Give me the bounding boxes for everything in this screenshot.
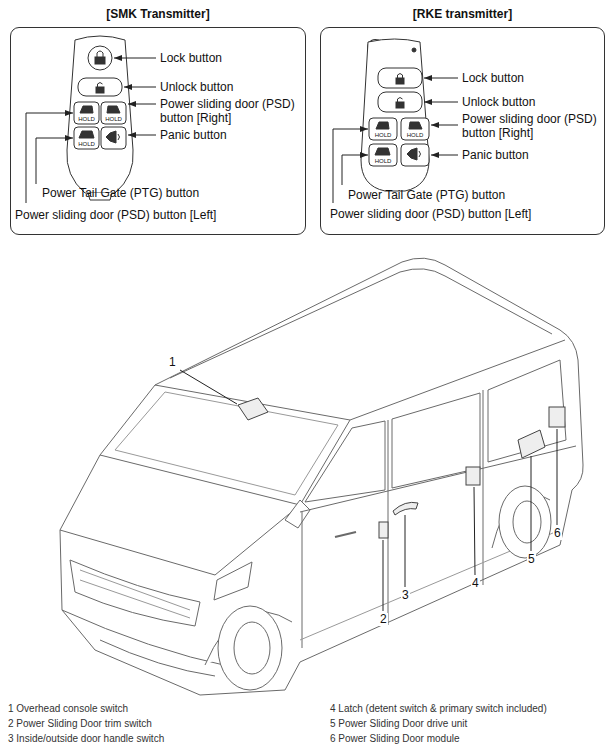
hold-marking: HOLD — [105, 116, 122, 122]
button-label: Power sliding door (PSD) button [Left] — [330, 207, 531, 221]
button-label: Panic button — [462, 148, 529, 162]
parts-list-item: 4 Latch (detent switch & primary switch … — [330, 703, 547, 715]
button-label: Power sliding door (PSD) button [Left] — [15, 208, 216, 222]
button-label: Unlock button — [160, 80, 233, 94]
callout-number: 4 — [471, 577, 480, 590]
rke-fob — [361, 36, 429, 191]
parts-list-item: 5 Power Sliding Door drive unit — [330, 718, 467, 730]
button-label: Power sliding door (PSD) button [Right] — [462, 112, 602, 140]
callout-number: 1 — [168, 356, 177, 369]
button-label: Power sliding door (PSD) button [Right] — [160, 97, 300, 125]
button-label: Lock button — [462, 71, 524, 85]
parts-list-item: 2 Power Sliding Door trim switch — [8, 718, 152, 730]
panel-heading: [SMK Transmitter] — [11, 7, 305, 22]
transmitter-panel: [SMK Transmitter] — [10, 27, 306, 235]
callout-number: 2 — [379, 613, 388, 626]
leader-lines — [26, 58, 458, 203]
button-label: Power Tail Gate (PTG) button — [42, 186, 199, 200]
parts-list-item: 1 Overhead console switch — [8, 703, 128, 715]
callout-number: 3 — [401, 589, 410, 602]
hold-marking: HOLD — [407, 132, 424, 138]
hold-marking: HOLD — [375, 132, 392, 138]
hold-marking: HOLD — [375, 158, 392, 164]
parts-list-item: 6 Power Sliding Door module — [330, 733, 460, 745]
button-label: Lock button — [160, 51, 222, 65]
parts-list-item: 3 Inside/outside door handle switch — [8, 733, 164, 745]
callout-leaders — [180, 370, 557, 611]
hold-marking: HOLD — [78, 116, 95, 122]
button-label: Unlock button — [462, 95, 535, 109]
button-label: Power Tail Gate (PTG) button — [348, 188, 505, 202]
hold-marking: HOLD — [78, 141, 95, 147]
callout-number: 6 — [553, 527, 562, 540]
minivan-illustration — [60, 258, 583, 695]
panel-heading: [RKE transmitter] — [321, 7, 604, 22]
parts — [238, 398, 565, 538]
callout-number: 5 — [527, 553, 536, 566]
button-label: Panic button — [160, 128, 227, 142]
smk-fob — [67, 36, 133, 200]
